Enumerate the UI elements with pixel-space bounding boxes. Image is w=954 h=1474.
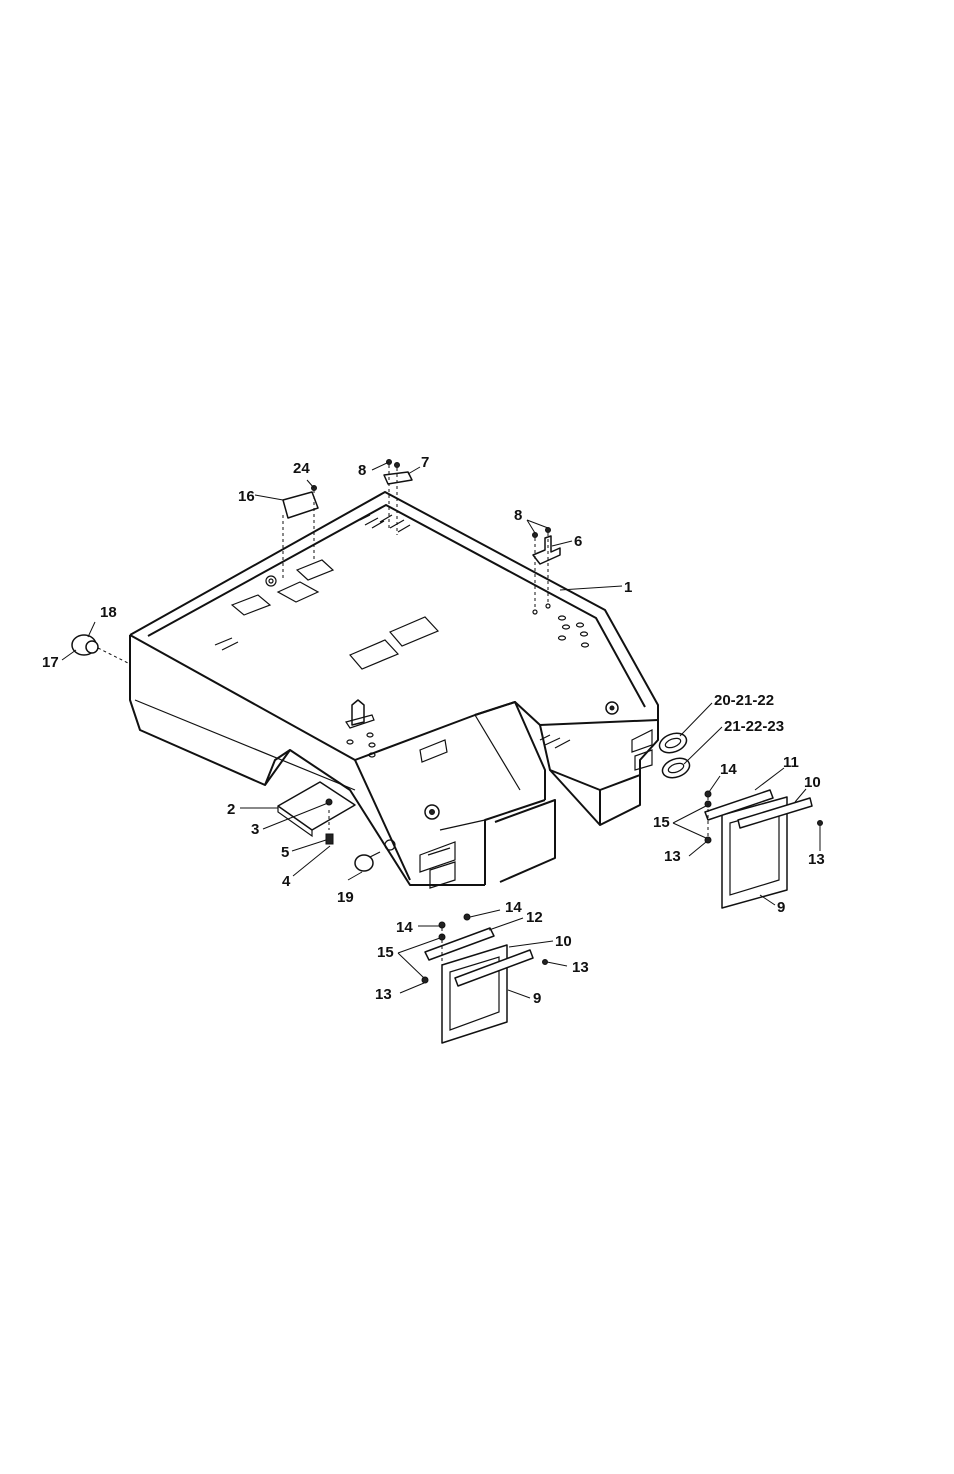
callout-8-right: 8	[514, 507, 522, 524]
callout-11: 11	[783, 754, 799, 771]
callout-20-21-22: 20-21-22	[714, 692, 774, 709]
callout-2: 2	[227, 801, 235, 818]
callout-15-left: 15	[377, 944, 394, 961]
callout-16: 16	[238, 488, 255, 505]
callout-19: 19	[337, 889, 354, 906]
callout-12: 12	[526, 909, 543, 926]
mount-bracket-2	[278, 782, 355, 844]
main-body-panel	[130, 492, 658, 888]
callout-3: 3	[251, 821, 259, 838]
callout-10-right: 10	[804, 774, 821, 791]
callout-13-left-a: 13	[375, 986, 392, 1003]
callout-17: 17	[42, 654, 59, 671]
callout-13-right-b: 13	[808, 851, 825, 868]
callout-13-right-a: 13	[664, 848, 681, 865]
callout-24: 24	[293, 460, 310, 477]
knob-19	[355, 852, 380, 871]
callout-9-right: 9	[777, 899, 785, 916]
callout-18: 18	[100, 604, 117, 621]
leader-lines	[62, 462, 820, 998]
callout-8-top: 8	[358, 462, 366, 479]
filler-cap-17-18	[72, 635, 128, 663]
callout-1: 1	[624, 579, 632, 596]
mud-flap-assembly-right	[705, 790, 823, 908]
callout-5: 5	[281, 844, 289, 861]
callout-21-22-23: 21-22-23	[724, 718, 784, 735]
callout-14-left-b: 14	[505, 899, 522, 916]
callout-14-left-a: 14	[396, 919, 413, 936]
lamp-assembly-20-23	[657, 730, 692, 781]
mud-flap-assembly-left	[422, 914, 548, 1043]
callout-4: 4	[282, 873, 291, 890]
callout-13-left-b: 13	[572, 959, 589, 976]
callout-15-right: 15	[653, 814, 670, 831]
callout-7: 7	[421, 454, 429, 471]
callout-14-right: 14	[720, 761, 737, 778]
callout-6: 6	[574, 533, 582, 550]
callout-10-left: 10	[555, 933, 572, 950]
callout-9-left: 9	[533, 990, 541, 1007]
